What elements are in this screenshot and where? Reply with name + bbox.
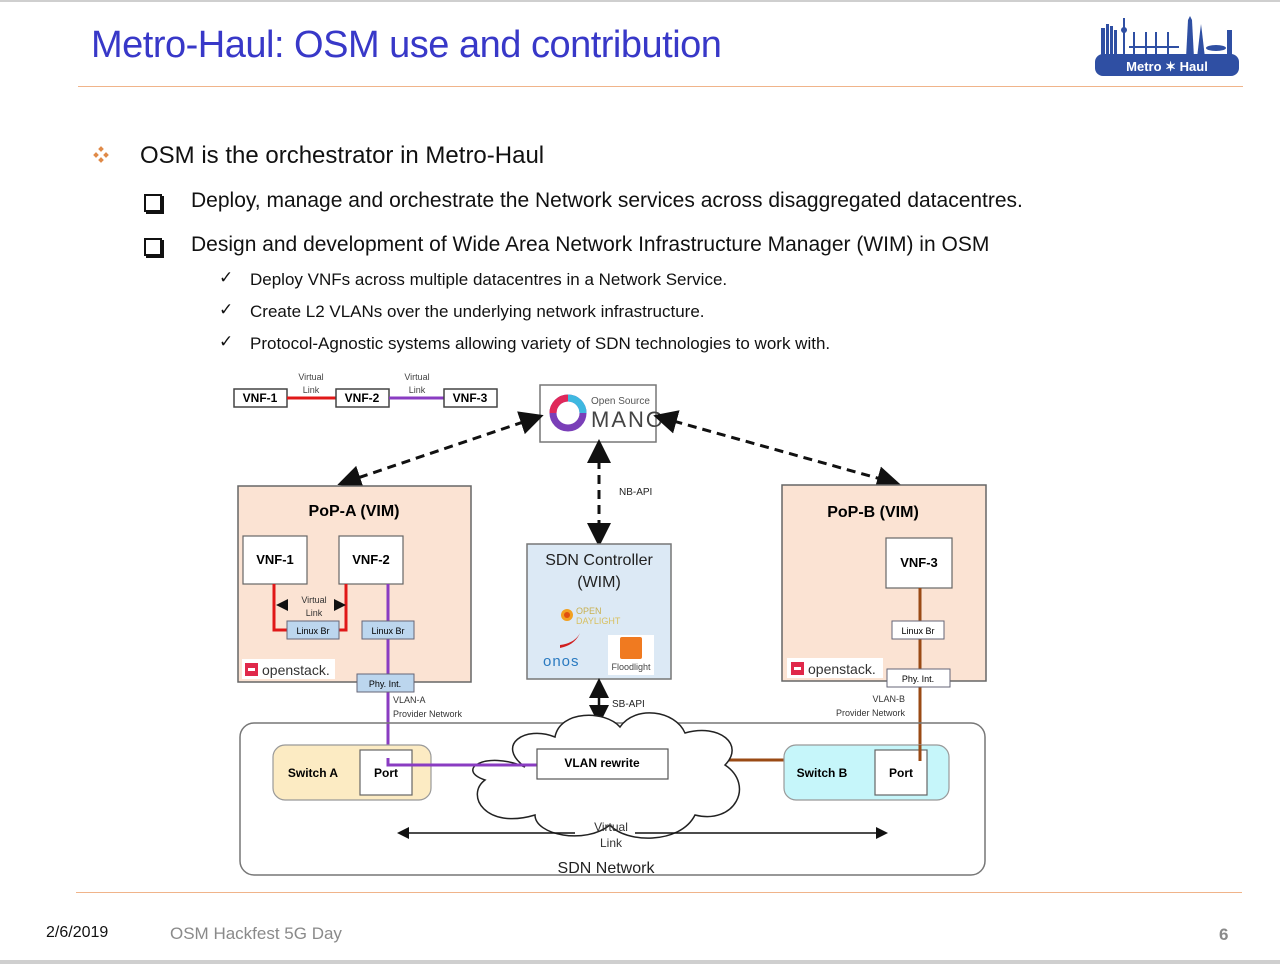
switch-b-label: Switch B [797,766,848,780]
pop-a-provider-label: Provider Network [393,709,463,719]
pop-a-openstack-label: openstack. [262,662,330,678]
pop-b-provider-label: Provider Network [836,708,906,718]
pop-a-vnf2: VNF-2 [352,552,390,567]
pop-b-vnf3-box [885,537,953,589]
chain-link1-label: Virtual [298,372,323,382]
pop-a-title: PoP-A (VIM) [309,503,400,520]
nb-api-label: NB-API [619,487,652,498]
pop-a-vnf1: VNF-1 [256,552,294,567]
chain-vnf3: VNF-3 [453,391,488,405]
osm-to-popa-connector [337,411,544,489]
checkmark-icon: ✓ [219,300,234,319]
window-top-border [0,0,1280,2]
sdn-subtitle: (WIM) [577,574,621,591]
onos-label: onos [543,653,580,670]
window-bottom-border [0,960,1280,964]
slide-title: Metro-Haul: OSM use and contribution [91,24,722,66]
page-number: 6 [1219,925,1229,944]
pop-b-bridge [891,620,945,640]
vnf-chain: VNF-1 Virtual Link VNF-2 Virtual Link VN… [233,372,498,408]
onos-bird-icon [560,633,580,648]
chain-vnf3-box [443,388,498,408]
pop-a-bridge1 [286,620,340,640]
pop-a-bridge1-label: Linux Br [296,626,329,636]
floodlight-logo-icon [620,637,642,659]
network-vlink-label: Virtual [594,820,628,834]
pop-b-openstack-label: openstack. [808,661,876,677]
switch-b-port-label: Port [889,766,913,780]
pop-a-vlan-label: VLAN-A [393,695,426,705]
osm-small: Open Source [591,396,650,407]
pop-a-vlink-label: Virtual [301,595,326,605]
pop-b-phy-int [886,668,951,688]
switch-b-port [874,749,928,796]
floodlight-label: Floodlight [611,662,651,672]
bullet-l3: Protocol-Agnostic systems allowing varie… [250,334,831,353]
title-divider [78,86,1243,87]
sb-api-label: SB-API [612,699,645,710]
switch-a-port-label: Port [374,766,398,780]
pop-a-phy-int-label: Phy. Int. [369,679,401,689]
sdn-controller: SDN Controller (WIM) OPEN DAYLIGHT onos … [526,543,672,680]
osm-logo-icon [549,394,587,432]
sdn-title: SDN Controller [545,552,653,569]
architecture-diagram: VNF-1 Virtual Link VNF-2 Virtual Link VN… [225,365,1005,885]
osm-to-popb-connector [653,410,901,490]
checkmark-icon: ✓ [219,332,234,351]
pop-a-vnf2-box [338,535,404,585]
pop-a: PoP-A (VIM) VNF-1 VNF-2 Virtual Link Lin… [237,485,472,758]
pop-b-bridge-label: Linux Br [901,626,934,636]
logo-text: Metro ✶ Haul [1126,59,1208,74]
chain-vnf2: VNF-2 [345,391,380,405]
network-vlink-label: Link [600,836,623,850]
footer-event: OSM Hackfest 5G Day [170,924,342,943]
bullet-l3: Create L2 VLANs over the underlying netw… [250,302,705,321]
osm-big: MANO [591,407,665,432]
pop-a-bridge2-label: Linux Br [371,626,404,636]
pop-a-phy-int [356,673,415,693]
vlan-rewrite-label: VLAN rewrite [564,756,640,770]
switch-a-port [359,749,413,796]
checkbox-icon [144,238,162,256]
pop-b-phy-int-label: Phy. Int. [902,674,934,684]
sdn-network-label: SDN Network [558,860,656,877]
chain-link2-label: Link [409,385,426,395]
pop-a-vlink-label: Link [306,608,323,618]
pop-b: PoP-B (VIM) VNF-3 Linux Br openstack. Ph… [668,484,987,762]
checkmark-icon: ✓ [219,268,234,287]
checkbox-icon [144,194,162,212]
odl-label: DAYLIGHT [576,616,621,626]
diamond-cluster-icon [92,146,110,164]
pop-a-vnf1-box [242,535,308,585]
osm-mano-box: Open Source MANO [539,384,665,443]
footer-divider [76,892,1242,893]
chain-link1-label: Link [303,385,320,395]
pop-b-vnf3: VNF-3 [900,555,938,570]
odl-label: OPEN [576,606,602,616]
bullet-l2: Design and development of Wide Area Netw… [191,233,990,256]
bullet-l1: OSM is the orchestrator in Metro-Haul [140,142,545,169]
pop-a-bridge2 [361,620,415,640]
pop-b-vlan-label: VLAN-B [872,694,905,704]
sdn-network: Switch A Port VLAN rewrite Switch B Port… [239,712,986,877]
switch-a-label: Switch A [288,766,339,780]
pop-b-title: PoP-B (VIM) [827,504,919,521]
bullet-l2: Deploy, manage and orchestrate the Netwo… [191,189,1023,212]
bullet-l3: Deploy VNFs across multiple datacentres … [250,270,728,289]
chain-link2-label: Virtual [404,372,429,382]
chain-vnf1: VNF-1 [243,391,278,405]
vlan-rewrite-box [536,748,669,780]
footer-date: 2/6/2019 [46,924,109,941]
metro-haul-logo: Metro ✶ Haul [1093,10,1241,78]
vlan-a-path [386,758,537,767]
